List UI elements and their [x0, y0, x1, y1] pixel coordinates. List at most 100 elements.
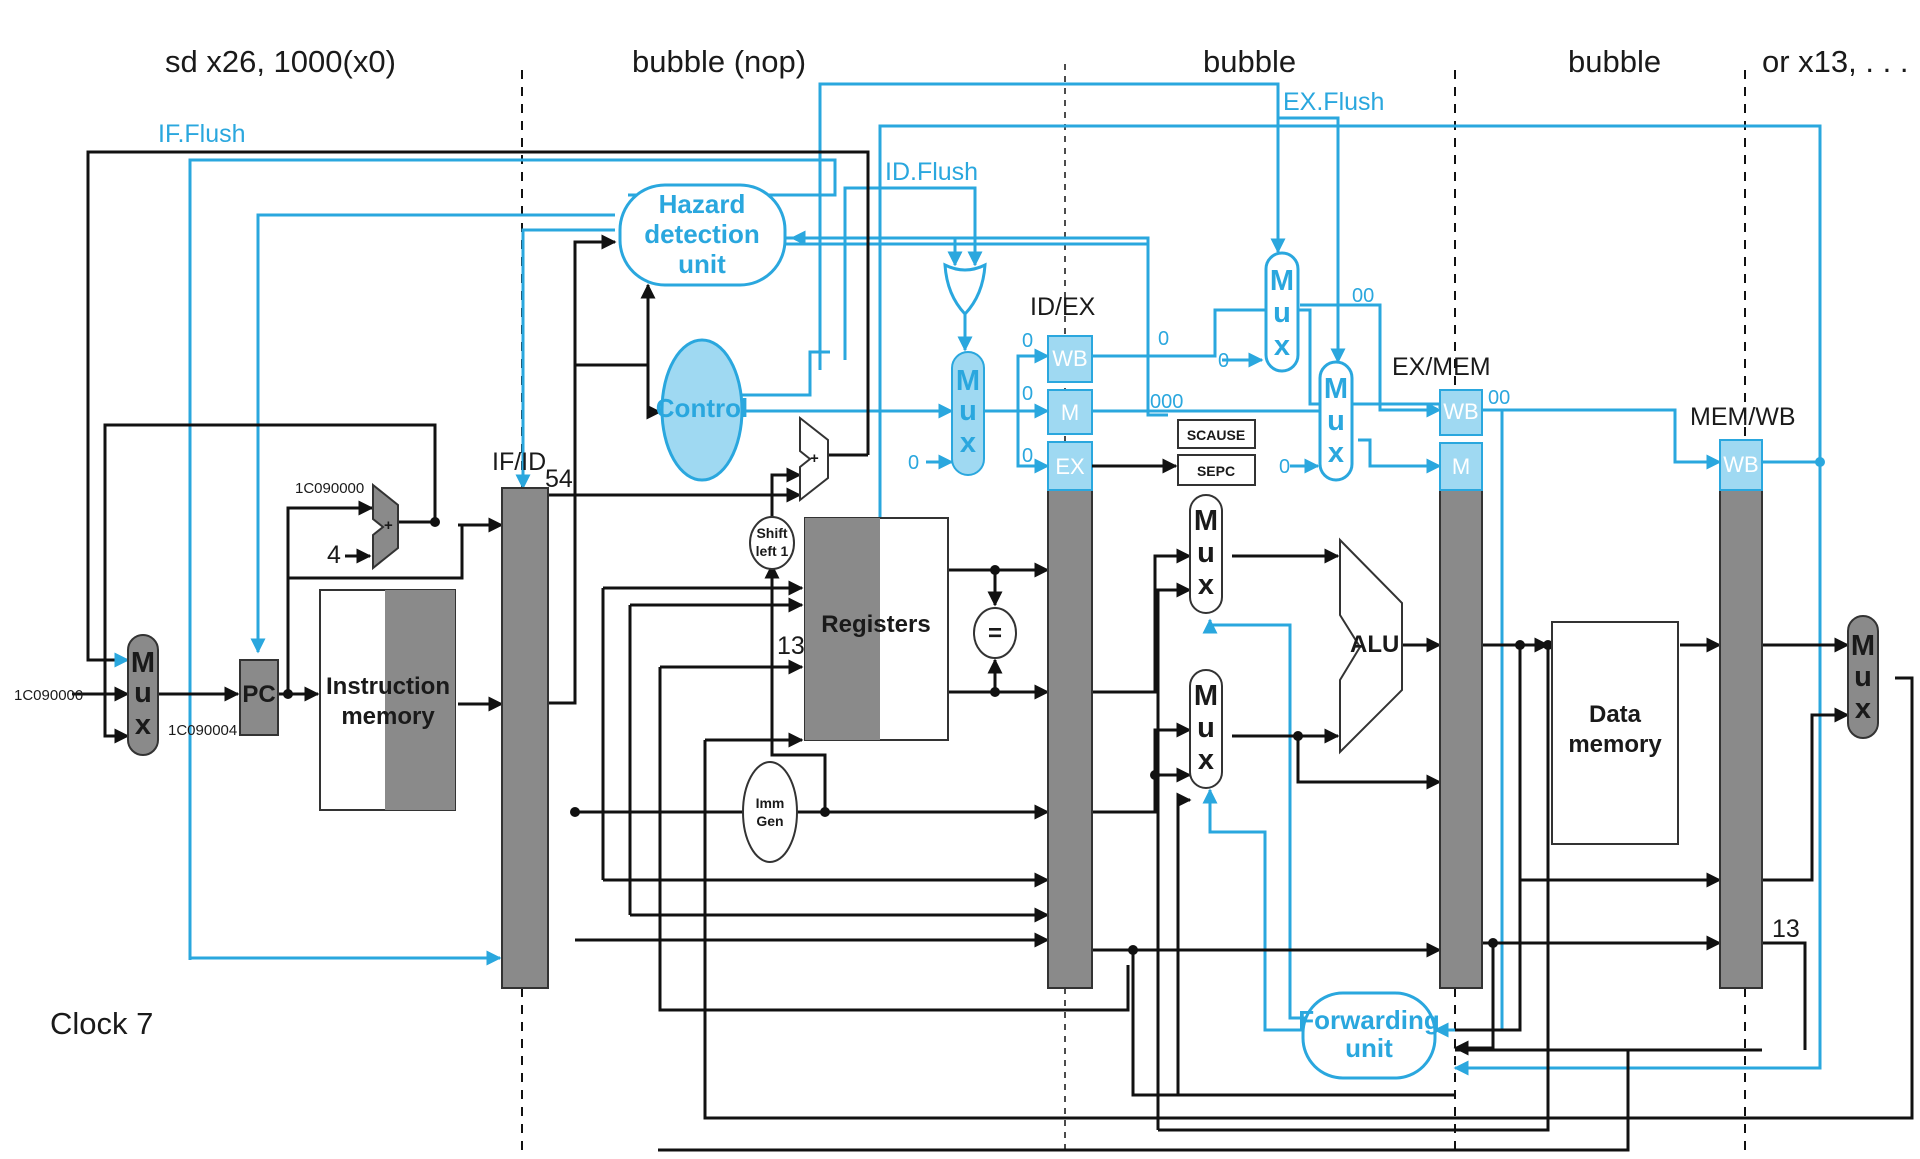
idex-b-to-mux [1092, 722, 1192, 814]
if-id-tag: 54 [545, 465, 573, 493]
if-flush-label: IF.Flush [158, 120, 246, 148]
pc-out-value: 1C090004 [168, 722, 237, 739]
ex-cmux-bottom-zero: 0 [1279, 456, 1290, 478]
ex-mux-a [1189, 494, 1223, 614]
registers-shade [805, 518, 880, 740]
id-ex-wb-field [1047, 335, 1093, 383]
exmem-rd-to-fwd [1453, 943, 1495, 1056]
ex-control-mux-bottom [1318, 360, 1354, 482]
hazard-to-or-wire [785, 236, 963, 267]
ex-cmux-bottom-u: u [1327, 405, 1345, 437]
branch-target-wire [86, 150, 870, 668]
rd-to-fwd [1131, 950, 1455, 1097]
wb-data-return [658, 1050, 1630, 1152]
fwd-to-mux-b [1202, 788, 1318, 1032]
junction-exmem-back [1543, 640, 1553, 650]
pc-adder [372, 482, 399, 571]
alu-label: ALU [1350, 631, 1399, 658]
id-flush-label: ID.Flush [885, 158, 978, 186]
id-ex-register [1047, 489, 1093, 989]
mem-wb-wb-field [1719, 439, 1763, 491]
ex-mem-wb-out: 00 [1488, 387, 1510, 409]
ex-cmux-top-out: 00 [1352, 285, 1374, 307]
ex-cmux-top-x: x [1274, 330, 1290, 362]
exmem-wb-out [1482, 408, 1722, 470]
reg-write-data [703, 676, 1914, 1120]
ex-cmux-top-m: M [1270, 265, 1294, 297]
ex-flush-label: EX.Flush [1283, 88, 1384, 116]
dmem-label-2: memory [1568, 731, 1662, 758]
ex-mux-b-letter-x: x [1198, 744, 1214, 776]
if-id-label: IF/ID [492, 448, 546, 476]
alu [1339, 537, 1403, 755]
pc-in-value: 1C090000 [14, 687, 83, 704]
id-mux-letter-m: M [956, 365, 980, 397]
ex-mux-b-letter-m: M [1194, 680, 1218, 712]
scause-label: SCAUSE [1187, 427, 1245, 443]
stage-wb-label: or x13, . . . [1762, 44, 1908, 79]
wb-13-label: 13 [1772, 915, 1800, 943]
ifid-instr-bus [548, 234, 617, 705]
imem-label-1: Instruction [326, 673, 450, 700]
id-stage-mux [951, 351, 985, 476]
ex-flush-wire [818, 82, 1286, 370]
sepc-register [1177, 454, 1256, 486]
ex-mem-register [1439, 489, 1483, 989]
id-mux-letter-x: x [960, 427, 976, 459]
imm-gen-label-2: Gen [756, 813, 783, 829]
branch-adder-plus: + [810, 450, 819, 467]
pc-to-ifid [288, 525, 464, 580]
wb-mux-letter-u: u [1854, 661, 1872, 693]
mem-wb-wb-text: WB [1723, 452, 1758, 477]
reg-13-label: 13 [777, 632, 805, 660]
imem-label-2: memory [341, 703, 435, 730]
wb-mux [1847, 615, 1879, 739]
idmux-to-ex [1016, 411, 1050, 474]
id-ex-wb-out-zero: 0 [1158, 328, 1169, 350]
id-flush-wire [843, 186, 983, 360]
exmem-alu-bypass [1518, 645, 1722, 888]
hazard-label-2: detection [644, 219, 760, 249]
mem-wb-register [1719, 489, 1763, 989]
equal-label: = [988, 620, 1002, 647]
id-ex-m-text: M [1061, 400, 1079, 425]
pc-label: PC [242, 681, 275, 708]
shift-label-2: left 1 [756, 543, 789, 559]
forwarding-label-2: unit [1345, 1033, 1393, 1063]
imm-gen-label-1: Imm [756, 795, 785, 811]
ex-flush-to-mux [1278, 116, 1346, 364]
imm-gen [742, 761, 798, 863]
ex-mux-a-letter-x: x [1198, 569, 1214, 601]
ex-mux-b [1189, 669, 1223, 789]
memwb-rd-out [1762, 941, 1807, 1050]
hazard-to-pc-wire [250, 213, 615, 654]
hazard-detection-unit[interactable] [618, 183, 787, 287]
junction-adder [430, 517, 440, 527]
id-ex-wb-text: WB [1052, 346, 1087, 371]
id-ex-m-out-zeros: 000 [1150, 391, 1183, 413]
ex-mux-b-letter-u: u [1197, 712, 1215, 744]
ex-mux-a-letter-m: M [1194, 505, 1218, 537]
exmux-bottom-out [1358, 438, 1442, 474]
control-out-1 [720, 350, 830, 397]
forwarding-unit[interactable] [1301, 991, 1437, 1080]
idex-a-to-mux [1092, 548, 1192, 694]
instruction-memory-shade [385, 590, 455, 810]
ex-control-mux-top [1264, 251, 1300, 373]
shift-to-adder [770, 467, 802, 520]
exmux-top-out [1300, 303, 1442, 418]
ex-mem-wb-field [1439, 389, 1483, 436]
hazard-label-3: unit [678, 249, 726, 279]
data-memory [1551, 621, 1679, 845]
imm-to-shift [764, 563, 827, 812]
clock-label: Clock 7 [50, 1006, 153, 1041]
ex-cmux-bottom-x: x [1328, 437, 1344, 469]
fwd-to-mux-a [1202, 618, 1318, 1020]
reg-write-reg [658, 667, 1130, 1012]
registers-label: Registers [821, 611, 930, 638]
id-mux-zero: 0 [908, 452, 919, 474]
stage-id-label: bubble (nop) [632, 44, 806, 79]
control-unit[interactable] [660, 338, 744, 482]
pc-to-adder [286, 500, 374, 694]
mux-b-to-exmem [1296, 736, 1442, 790]
